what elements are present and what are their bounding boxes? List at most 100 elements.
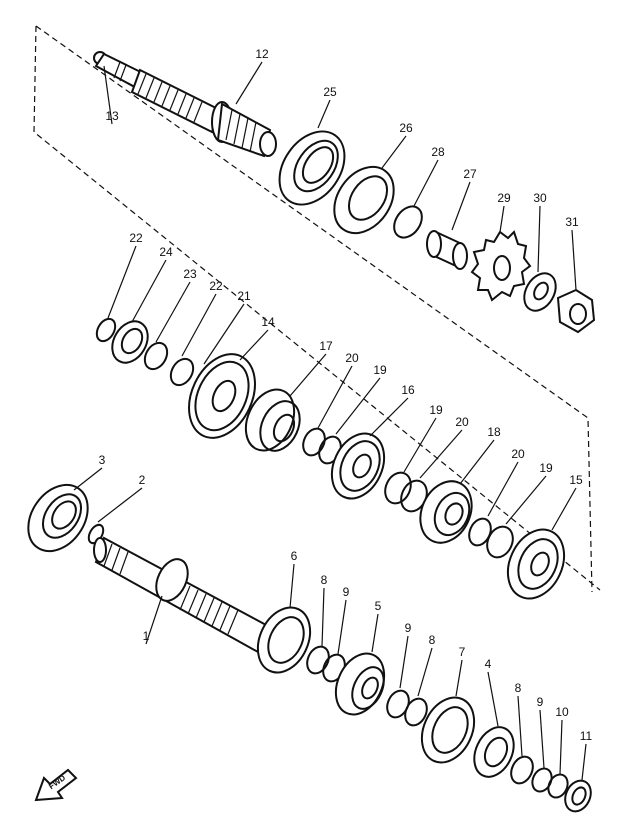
forward-arrow-icon: FWD — [34, 768, 78, 802]
leader-line-p10 — [559, 719, 563, 775]
gear-5 — [334, 652, 386, 716]
drive-axle-group-outline — [33, 25, 601, 593]
part-label-p30: 30 — [533, 191, 547, 205]
part-label-p9b: 9 — [405, 621, 412, 635]
part-label-p29: 29 — [497, 191, 511, 205]
gear-6 — [256, 606, 312, 674]
leader-line-p8c — [517, 695, 523, 757]
leader-line-p20b — [419, 429, 463, 479]
circlip-22-a — [95, 317, 117, 343]
leader-line-p27 — [451, 181, 471, 231]
part-label-p1: 1 — [143, 629, 150, 643]
part-label-p26: 26 — [399, 121, 413, 135]
washer-8-a — [306, 645, 330, 675]
part-label-p15: 15 — [569, 473, 583, 487]
part-label-p20a: 20 — [345, 351, 359, 365]
bearing-11 — [564, 779, 592, 813]
leader-line-p22a — [107, 245, 137, 319]
gear-18 — [419, 480, 473, 544]
washer-10 — [547, 773, 569, 799]
part-label-p9a: 9 — [343, 585, 350, 599]
part-label-p20b: 20 — [455, 415, 469, 429]
leader-line-p9a — [337, 599, 347, 655]
gear-15 — [506, 528, 566, 600]
circlip-28 — [393, 205, 423, 239]
leader-line-p7 — [455, 659, 463, 697]
oil-seal-26 — [333, 165, 395, 235]
part-label-p10: 10 — [555, 705, 569, 719]
part-label-p8b: 8 — [429, 633, 436, 647]
bearing-24 — [111, 320, 149, 364]
gear-4 — [473, 726, 515, 778]
washer-23 — [143, 341, 169, 371]
gear-7 — [420, 696, 476, 764]
leader-line-p29 — [499, 205, 505, 233]
washer-8-c — [510, 755, 534, 785]
leader-line-p9b — [399, 635, 409, 689]
leader-line-p19b — [403, 417, 437, 473]
gear-14 — [188, 353, 256, 439]
part-label-p11: 11 — [580, 729, 593, 743]
leader-line-p31 — [571, 229, 577, 291]
circlip-19-c — [486, 525, 514, 559]
leader-line-p19a — [335, 377, 381, 435]
part-label-p19c: 19 — [539, 461, 553, 475]
leader-line-p23 — [155, 281, 191, 343]
leader-line-p15 — [551, 487, 577, 531]
part-label-p3: 3 — [99, 453, 106, 467]
part-label-p28: 28 — [431, 145, 445, 159]
part-label-p23: 23 — [183, 267, 197, 281]
leader-line-p30 — [537, 205, 541, 273]
part-labels: 1234567888999101112131415161718191919202… — [99, 47, 593, 743]
collar-27 — [426, 230, 468, 270]
leader-lines — [73, 61, 587, 781]
leader-line-p8a — [321, 587, 325, 647]
part-label-p20c: 20 — [511, 447, 525, 461]
part-label-p31: 31 — [565, 215, 579, 229]
leader-line-p20c — [487, 461, 519, 517]
part-label-p19b: 19 — [429, 403, 443, 417]
main-shaft-1 — [93, 536, 270, 654]
part-label-p17: 17 — [319, 339, 333, 353]
part-label-p21: 21 — [237, 289, 251, 303]
part-label-p8a: 8 — [321, 573, 328, 587]
circlip-22-b — [169, 357, 195, 387]
part-label-p5: 5 — [375, 599, 382, 613]
leader-line-p3 — [73, 467, 103, 491]
leader-line-p18 — [459, 439, 495, 485]
leader-line-p11 — [581, 743, 587, 781]
part-label-p25: 25 — [323, 85, 337, 99]
bearing-3 — [27, 483, 89, 553]
part-label-p24: 24 — [159, 245, 173, 259]
part-label-p16: 16 — [401, 383, 415, 397]
leader-line-p22b — [181, 293, 217, 357]
leader-line-p26 — [381, 135, 407, 169]
part-label-p6: 6 — [291, 549, 298, 563]
leader-line-p16 — [369, 397, 409, 437]
leader-line-p19c — [505, 475, 547, 525]
leader-line-p8b — [417, 647, 433, 697]
leader-line-p1 — [145, 595, 163, 645]
main-axle — [93, 51, 277, 158]
leader-line-p6 — [289, 563, 295, 609]
lock-washer-30 — [523, 272, 557, 312]
bearing-25 — [278, 130, 346, 206]
part-label-p22b: 22 — [209, 279, 223, 293]
part-label-p12: 12 — [255, 47, 269, 61]
part-label-p4: 4 — [485, 657, 492, 671]
part-label-p7: 7 — [459, 645, 466, 659]
washer-8-b — [404, 697, 428, 727]
leader-line-p28 — [413, 159, 439, 207]
leader-line-p5 — [371, 613, 379, 653]
gear-16 — [330, 432, 386, 500]
leader-line-p20a — [317, 365, 353, 429]
part-label-p22a: 22 — [129, 231, 143, 245]
leader-line-p9c — [539, 709, 545, 769]
washer-2 — [87, 523, 105, 545]
nut-31 — [556, 288, 596, 334]
leader-line-p12 — [235, 61, 263, 105]
gear-17 — [244, 388, 301, 452]
part-label-p19a: 19 — [373, 363, 387, 377]
